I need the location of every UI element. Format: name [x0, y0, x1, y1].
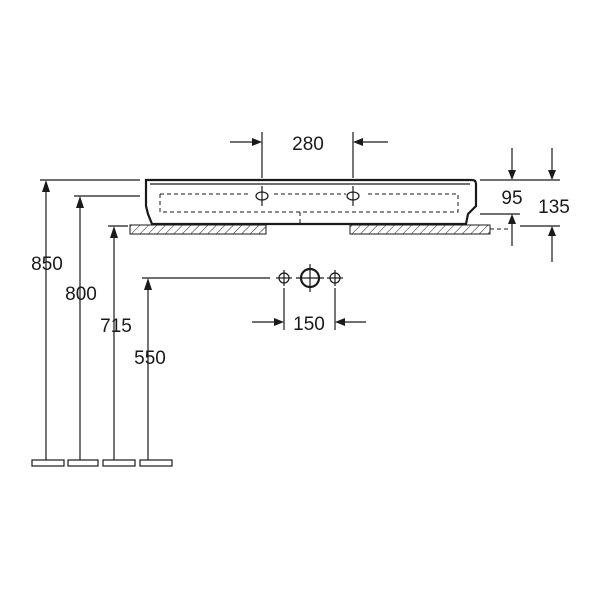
dimension-label-800: 800 — [65, 284, 97, 305]
arrow-left-icon — [353, 138, 363, 146]
dimension-550: 550 — [134, 277, 270, 460]
arrow-up-icon — [548, 226, 556, 236]
arrow-up-icon — [144, 278, 152, 290]
floor-segment — [102, 459, 136, 467]
wall-connections — [276, 264, 343, 292]
floor-segment — [67, 459, 99, 467]
basin-outline — [144, 178, 478, 226]
floor-segment — [31, 459, 65, 467]
arrow-up-icon — [42, 180, 50, 192]
arrow-down-icon — [548, 170, 556, 180]
arrow-right-icon — [252, 138, 262, 146]
dimension-connection-spacing: 150 — [252, 288, 366, 335]
floor — [31, 459, 173, 467]
dimension-800: 800 — [65, 195, 140, 460]
countertop-left — [129, 224, 267, 235]
dimension-715: 715 — [100, 225, 132, 460]
dimension-label-280: 280 — [292, 134, 324, 155]
dimension-label-150: 150 — [293, 314, 325, 335]
dimension-label-850: 850 — [31, 254, 63, 275]
floor-segment — [139, 459, 173, 467]
basin — [144, 178, 478, 226]
arrow-up-icon — [508, 214, 516, 224]
dimension-label-95: 95 — [501, 188, 522, 209]
dimension-850: 850 — [31, 179, 140, 460]
arrow-up-icon — [110, 226, 118, 238]
countertop-right — [349, 224, 491, 235]
arrow-down-icon — [508, 170, 516, 180]
dimension-label-135: 135 — [538, 197, 570, 218]
dimension-hole-spacing: 280 — [230, 132, 388, 178]
basin-inner-bowl — [159, 193, 459, 213]
countertop — [129, 224, 510, 235]
dimension-basin-heights: 95 135 — [480, 148, 570, 262]
dimension-label-715: 715 — [100, 316, 132, 337]
arrow-left-icon — [335, 318, 345, 326]
dimension-label-550: 550 — [134, 348, 166, 369]
arrow-up-icon — [76, 196, 84, 208]
arrow-right-icon — [274, 318, 284, 326]
